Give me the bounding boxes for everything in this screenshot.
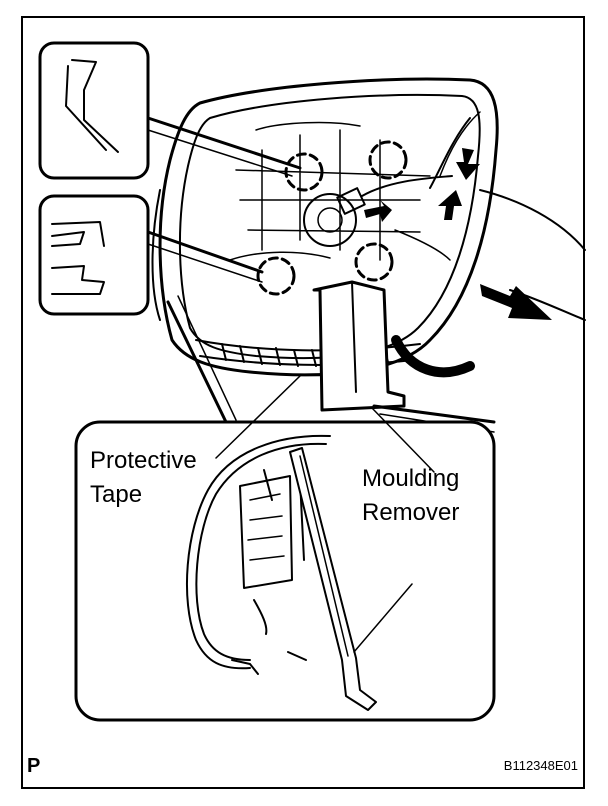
release-arrow-icon-2 xyxy=(438,190,462,220)
leader-line-detail-right xyxy=(372,404,496,424)
claw-detail xyxy=(38,194,150,316)
cross-section-drawing xyxy=(185,434,413,711)
clip-detail-top xyxy=(38,41,150,180)
leader-line-claw xyxy=(146,230,264,274)
connector-arrow-icon xyxy=(364,200,392,222)
clip-location-markers xyxy=(256,140,408,296)
cross-section-detail xyxy=(74,420,496,722)
moulding-remover-tool xyxy=(312,280,406,412)
section-letter: P xyxy=(27,755,41,777)
release-arrow-icon xyxy=(456,148,480,180)
leader-line-detail-left xyxy=(166,300,228,424)
figure-frame xyxy=(21,16,585,789)
protective-tape-label-line1: Protective xyxy=(90,447,197,474)
figure-code: B112348E01 xyxy=(503,758,578,773)
leader-line-top-clip xyxy=(146,116,302,170)
moulding-remover-label-line2: Remover xyxy=(362,499,460,526)
protective-tape-label-line2: Tape xyxy=(90,481,143,508)
leader-moulding-remover xyxy=(371,407,435,473)
leader-protective-tape xyxy=(215,375,301,459)
removal-direction-arrow xyxy=(480,284,552,320)
moulding-remover-label-line1: Moulding xyxy=(362,465,460,492)
pry-direction-arrow xyxy=(391,335,475,378)
wire-harness xyxy=(336,111,481,215)
